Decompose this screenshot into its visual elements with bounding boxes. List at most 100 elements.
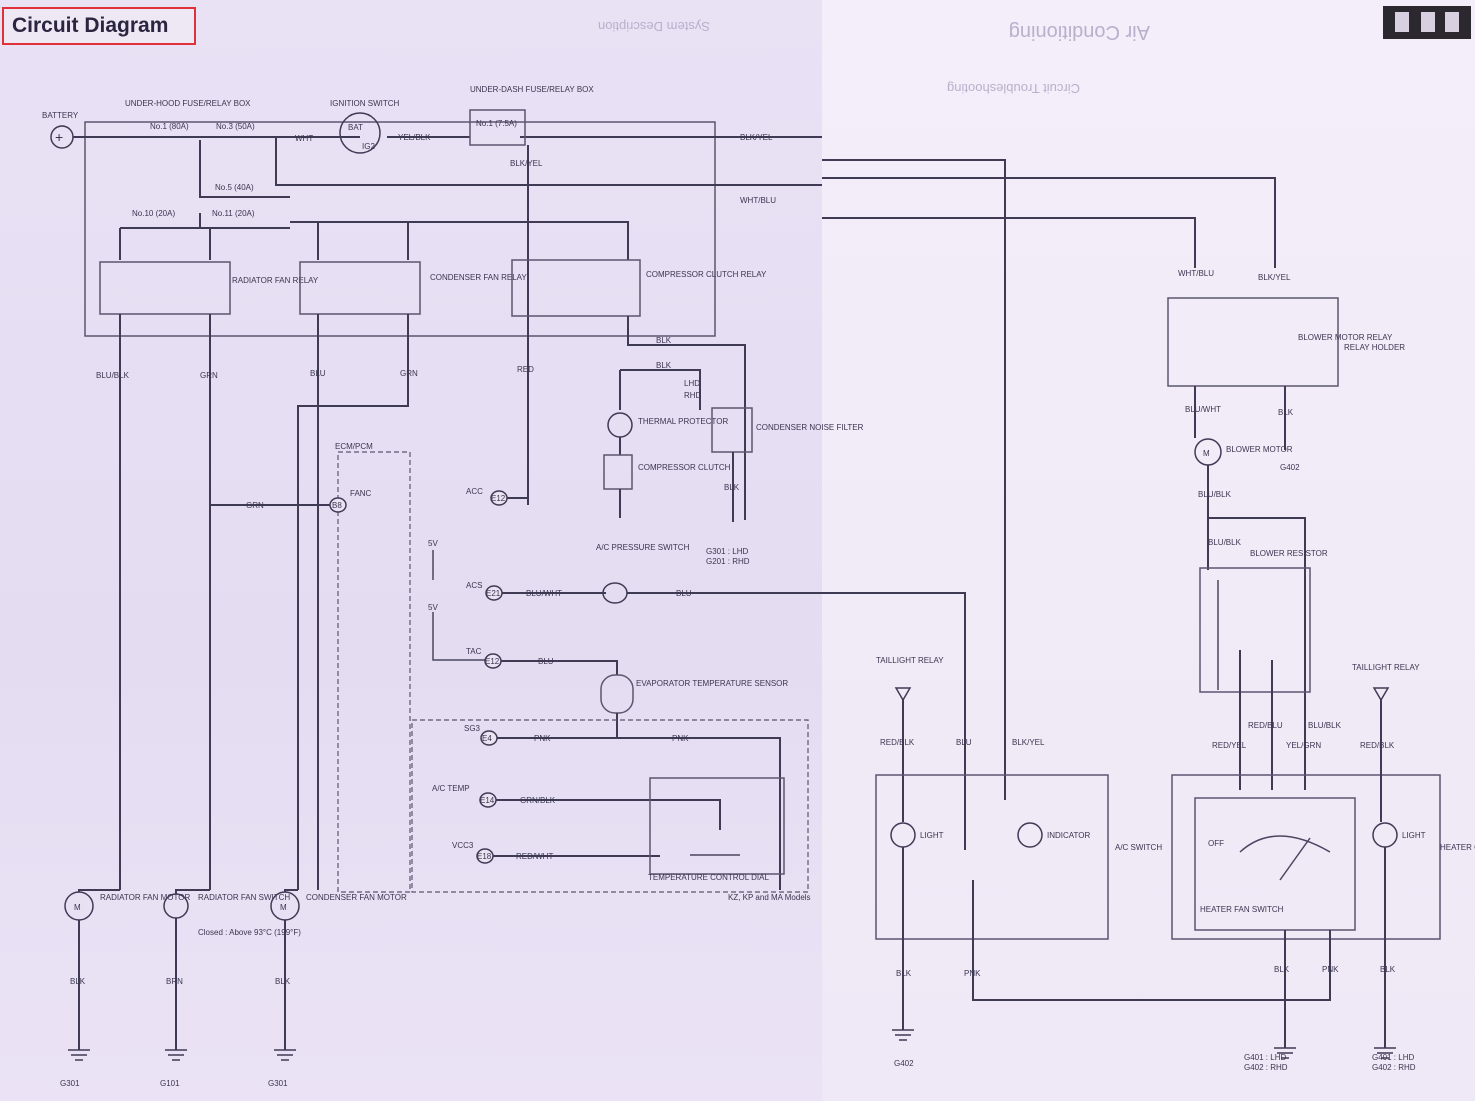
tac-label: TAC	[466, 647, 482, 656]
wire-label-grn-2: GRN	[400, 369, 418, 378]
heater-control-panel-box	[1171, 774, 1441, 940]
light-right-symbol	[1372, 822, 1398, 848]
off-label: OFF	[1208, 839, 1224, 848]
wire-label-whtblu: WHT/BLU	[740, 196, 776, 205]
svg-text:E21: E21	[486, 589, 501, 598]
ignition-switch-label: IGNITION SWITCH	[330, 99, 400, 108]
light-right-label: LIGHT	[1402, 831, 1426, 840]
fuse1-label: No.1 (80A)	[150, 122, 189, 131]
wire-label-red: RED	[517, 365, 534, 374]
wire-label-blk-right-4: BLK	[1380, 965, 1396, 974]
five-v-a: 5V	[428, 539, 438, 548]
condenser-noise-filter-label: CONDENSER NOISE FILTER	[756, 423, 864, 432]
section-ghost: Air Conditioning	[1009, 21, 1150, 43]
ac-pressure-switch-symbol	[602, 582, 628, 604]
compressor-clutch-label: COMPRESSOR CLUTCH	[638, 463, 731, 472]
pin-b8	[329, 497, 347, 513]
svg-text:E12: E12	[485, 657, 500, 666]
taillight-relay-right-symbol	[1372, 687, 1390, 702]
evap-sensor-label: EVAPORATOR TEMPERATURE SENSOR	[636, 679, 788, 688]
ground-g101: G101	[160, 1079, 180, 1088]
svg-text:E12: E12	[491, 494, 506, 503]
evap-sensor-symbol	[600, 674, 634, 714]
condenser-fan-relay-box	[299, 261, 421, 315]
wire-label-blu: BLU	[310, 369, 326, 378]
wire-label-blkyel-top: BLK/YEL	[740, 133, 773, 142]
wire-label-blk-4: BLK	[70, 977, 86, 986]
wire-label-grnblk: GRN/BLK	[520, 796, 556, 805]
vcc3-label: VCC3	[452, 841, 474, 850]
wire-grn-right	[297, 314, 409, 890]
taillight-relay-left-symbol	[894, 687, 912, 702]
wire-label-blublk-right-1: BLU/BLK	[1198, 490, 1232, 499]
svg-text:B8: B8	[332, 501, 342, 510]
wire-label-blublk-right-3: BLU/BLK	[1308, 721, 1342, 730]
wire-label-yelgrn: YEL/GRN	[1286, 741, 1321, 750]
underdash-box-label: UNDER-DASH FUSE/RELAY BOX	[470, 85, 594, 94]
wire-label-pnk-1: PNK	[534, 734, 551, 743]
wire-label-brn: BRN	[166, 977, 183, 986]
relay-holder-label: RELAY HOLDER	[1344, 343, 1405, 352]
wire-label-blkyel-right: BLK/YEL	[1258, 273, 1291, 282]
wire-label-redyel: RED/YEL	[1212, 741, 1247, 750]
wire-label-wht: WHT	[295, 134, 313, 143]
radiator-fan-switch-label: RADIATOR FAN SWITCH	[198, 893, 290, 902]
svg-text:E14: E14	[480, 796, 495, 805]
heater-fan-switch-box	[1194, 797, 1356, 931]
blower-motor-label: BLOWER MOTOR	[1226, 445, 1293, 454]
wire-label-whtblu-right: WHT/BLU	[1178, 269, 1214, 278]
wire-label-grn-3: GRN	[246, 501, 264, 510]
blower-resistor-box	[1199, 567, 1311, 693]
thermal-protector-label: THERMAL PROTECTOR	[638, 417, 728, 426]
ground-g301-label: G301 : LHD	[706, 547, 748, 556]
wire-label-blu-2: BLU	[676, 589, 692, 598]
bat-label: BAT	[348, 123, 363, 132]
blower-resistor-label: BLOWER RESISTOR	[1250, 549, 1328, 558]
fanc-label: FANC	[350, 489, 372, 498]
wire-label-redblk-left: RED/BLK	[880, 738, 915, 747]
svg-text:M: M	[74, 903, 81, 912]
rhd-label: RHD	[684, 391, 702, 400]
system-description-ghost: System Description	[598, 19, 710, 34]
underhood-fuse-box	[84, 121, 716, 337]
underhood-box-label: UNDER-HOOD FUSE/RELAY BOX	[125, 99, 251, 108]
indicator-symbol	[1017, 822, 1043, 848]
ecm-pcm-label: ECM/PCM	[335, 442, 373, 451]
wire-label-blkyel-right-2: BLK/YEL	[1012, 738, 1045, 747]
ac-temp-label: A/C TEMP	[432, 784, 470, 793]
wire-label-redwht: RED/WHT	[516, 852, 553, 861]
heater-control-panel-label: HEATER CONTROL PANEL	[1440, 843, 1475, 852]
ground-g402-top: G402	[1280, 463, 1300, 472]
wire-label-blublk-right-2: BLU/BLK	[1208, 538, 1242, 547]
compressor-clutch-relay-label: COMPRESSOR CLUTCH RELAY	[646, 270, 767, 279]
ig2-label: IG2	[362, 142, 375, 151]
ignition-switch-symbol	[339, 112, 381, 154]
wire-label-blublk: BLU/BLK	[96, 371, 130, 380]
temp-control-dial-box	[649, 777, 785, 875]
wire-label-yelblk: YEL/BLK	[398, 133, 431, 142]
wire-label-blk-right-3: BLK	[1274, 965, 1290, 974]
radiator-fan-relay-box	[99, 261, 231, 315]
wire-label-redblk-right: RED/BLK	[1360, 741, 1395, 750]
radiator-fan-relay-label: RADIATOR FAN RELAY	[232, 276, 319, 285]
svg-text:E18: E18	[477, 852, 492, 861]
ground-g301: G301	[60, 1079, 80, 1088]
ground-g401-lhd: G401 : LHD	[1244, 1053, 1286, 1062]
models-note: KZ, KP and MA Models	[728, 893, 811, 902]
svg-text:E4: E4	[482, 734, 492, 743]
ground-g401b-lhd: G401 : LHD	[1372, 1053, 1414, 1062]
wire-label-bluwht-right: BLU/WHT	[1185, 405, 1221, 414]
left-page	[0, 0, 822, 1101]
blower-motor-relay-label: BLOWER MOTOR RELAY	[1298, 333, 1393, 342]
fuse3-label: No.3 (50A)	[216, 122, 255, 131]
ground-g301b: G301	[268, 1079, 288, 1088]
wire-label-grn-1: GRN	[200, 371, 218, 380]
wire-label-redblu: RED/BLU	[1248, 721, 1283, 730]
section-tab-icon	[1383, 6, 1471, 39]
svg-text:M: M	[280, 903, 287, 912]
ground-g402b-rhd: G402 : RHD	[1372, 1063, 1416, 1072]
wire-label-blk-5: BLK	[275, 977, 291, 986]
light-left-label: LIGHT	[920, 831, 944, 840]
